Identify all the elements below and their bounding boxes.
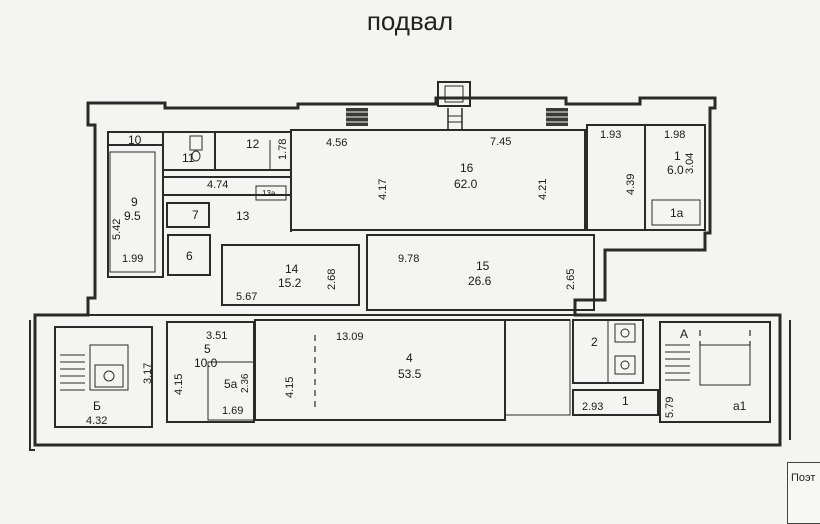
label-dim-169: 1.69: [222, 405, 243, 417]
top-entry-shaft: [437, 81, 471, 130]
ventilation-hatches: [346, 108, 568, 126]
label-dim-417: 4.17: [377, 179, 389, 200]
label-dim-415a: 4.15: [173, 374, 185, 395]
stairs: [60, 344, 690, 391]
label-room-1: 1: [674, 149, 681, 163]
sanitary-fixtures: [94, 135, 636, 388]
label-dim-293: 2.93: [582, 401, 603, 413]
label-dim-432: 4.32: [86, 415, 107, 427]
label-dim-474: 4.74: [207, 179, 228, 191]
room-labels: 10 11 12 1.78 4.56 16 62.0 7.45 4.17 4.2…: [86, 129, 747, 427]
label-dim-317: 3.17: [142, 363, 154, 384]
label-dim-265: 2.65: [565, 269, 577, 290]
plan-title: подвал: [366, 6, 454, 36]
label-area-14: 15.2: [278, 276, 302, 290]
label-room-B: Б: [93, 399, 101, 413]
label-dim-236: 2.36: [240, 373, 251, 393]
label-area-16: 62.0: [454, 177, 478, 191]
label-dim-193: 1.93: [600, 129, 621, 141]
label-dim-304: 3.04: [684, 153, 696, 174]
floor-plan-drawing: 10 11 12 1.78 4.56 16 62.0 7.45 4.17 4.2…: [29, 81, 791, 451]
label-dim-456: 4.56: [326, 137, 347, 149]
label-room-10: 10: [128, 133, 142, 147]
label-dim-542: 5.42: [111, 219, 123, 240]
label-dim-421: 4.21: [537, 179, 549, 200]
label-dim-268: 2.68: [326, 269, 338, 290]
label-room-1-lower: 1: [622, 394, 629, 408]
label-dim-198: 1.98: [664, 129, 685, 141]
label-room-6: 6: [186, 249, 193, 263]
label-room-12: 12: [246, 137, 260, 151]
label-room-4: 4: [406, 351, 413, 365]
label-room-5: 5: [204, 342, 211, 356]
label-room-13a: 13а: [262, 189, 276, 198]
label-dim-1309: 13.09: [336, 331, 364, 343]
label-room-5a: 5а: [224, 377, 238, 391]
interior-walls: [35, 124, 780, 428]
label-room-16: 16: [460, 161, 474, 175]
legend-label: Поэт: [791, 472, 816, 484]
dashed-partition: [314, 330, 751, 410]
label-room-13: 13: [236, 209, 250, 223]
label-room-7: 7: [192, 208, 199, 222]
floor-plan-canvas: подвал: [29, 6, 820, 524]
label-area-15: 26.6: [468, 274, 492, 288]
label-dim-567: 5.67: [236, 291, 257, 303]
label-area-4: 53.5: [398, 367, 422, 381]
label-area-5: 10.0: [194, 356, 218, 370]
label-dim-415b: 4.15: [284, 377, 296, 398]
label-room-A: А: [680, 327, 688, 341]
label-room-11: 11: [182, 151, 195, 165]
label-area-1: 6.0: [667, 163, 684, 177]
label-room-a1: а1: [733, 399, 747, 413]
label-dim-978: 9.78: [398, 253, 419, 265]
label-room-9: 9: [131, 195, 138, 209]
label-dim-745: 7.45: [490, 136, 511, 148]
label-room-1a: 1a: [670, 206, 684, 220]
label-room-14: 14: [285, 262, 299, 276]
label-room-15: 15: [476, 259, 490, 273]
label-dim-178: 1.78: [277, 139, 289, 160]
label-dim-199: 1.99: [122, 253, 143, 265]
label-dim-351: 3.51: [206, 330, 227, 342]
label-dim-579: 5.79: [664, 397, 676, 418]
label-room-2: 2: [591, 335, 598, 349]
label-area-9: 9.5: [124, 209, 141, 223]
label-dim-439: 4.39: [625, 174, 637, 195]
